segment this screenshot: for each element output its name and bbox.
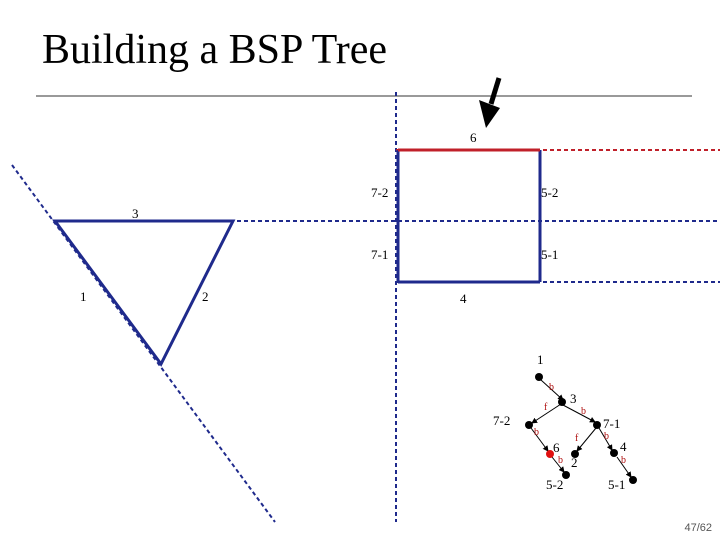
tree-edge: [540, 379, 564, 401]
tree-edge: [576, 427, 597, 452]
label-edge-2: 2: [202, 289, 209, 304]
tree-edge: [562, 404, 596, 423]
tree-edge-label: b: [558, 455, 563, 466]
tree-node-label-5-2: 5-2: [546, 477, 563, 492]
label-edge-5-1: 5-1: [541, 247, 558, 262]
current-splitter-arrow: [479, 77, 502, 128]
tree-edge-label: b: [581, 406, 586, 417]
label-edge-7-1: 7-1: [371, 247, 388, 262]
tree-node-4: [610, 449, 618, 457]
tree-edge: [531, 403, 562, 424]
tree-node-6-current: [546, 450, 554, 458]
tree-node-5-2: [562, 471, 570, 479]
tree-node-7-2: [525, 421, 533, 429]
tree-node-label-1: 1: [537, 352, 544, 367]
tree-edge: [530, 427, 549, 452]
page-number: 47/62: [684, 522, 712, 534]
tree-node-7-1: [593, 421, 601, 429]
label-edge-3: 3: [132, 206, 139, 221]
tree-node-label-2: 2: [571, 455, 578, 470]
tree-edge-label: b: [534, 427, 539, 438]
tree-node-label-3: 3: [570, 391, 577, 406]
tree-node-label-6: 6: [553, 440, 560, 455]
tree-node-label-4: 4: [620, 439, 627, 454]
split-line-diagonal: [11, 164, 276, 523]
tree-edge-label: b: [549, 382, 554, 393]
tree-node-label-7-1: 7-1: [603, 416, 620, 431]
label-edge-7-2: 7-2: [371, 185, 388, 200]
tree-edge-label: f: [575, 433, 579, 444]
tree-node-label-7-2: 7-2: [493, 413, 510, 428]
tree-edge: [551, 456, 565, 473]
tree-edge: [598, 427, 613, 451]
triangle-polygon: [52, 219, 236, 367]
bsp-tree: 1 3 7-2 7-1 6 2 4 5-2 5-1 b f b b f b b …: [493, 352, 637, 492]
label-edge-5-2: 5-2: [541, 185, 558, 200]
label-arrow-6: 6: [470, 130, 477, 145]
tree-node-5-1: [629, 476, 637, 484]
tree-node-3: [558, 398, 566, 406]
tree-edge: [616, 456, 632, 478]
tree-node-2: [571, 450, 579, 458]
label-edge-4: 4: [460, 291, 467, 306]
slide-title: Building a BSP Tree: [42, 27, 388, 73]
tree-node-label-5-1: 5-1: [608, 477, 625, 492]
tree-edge-label: b: [621, 455, 626, 466]
tree-edge-label: f: [544, 402, 548, 413]
tree-node-1: [535, 373, 543, 381]
tree-edge-label: b: [604, 431, 609, 442]
label-edge-1: 1: [80, 289, 87, 304]
